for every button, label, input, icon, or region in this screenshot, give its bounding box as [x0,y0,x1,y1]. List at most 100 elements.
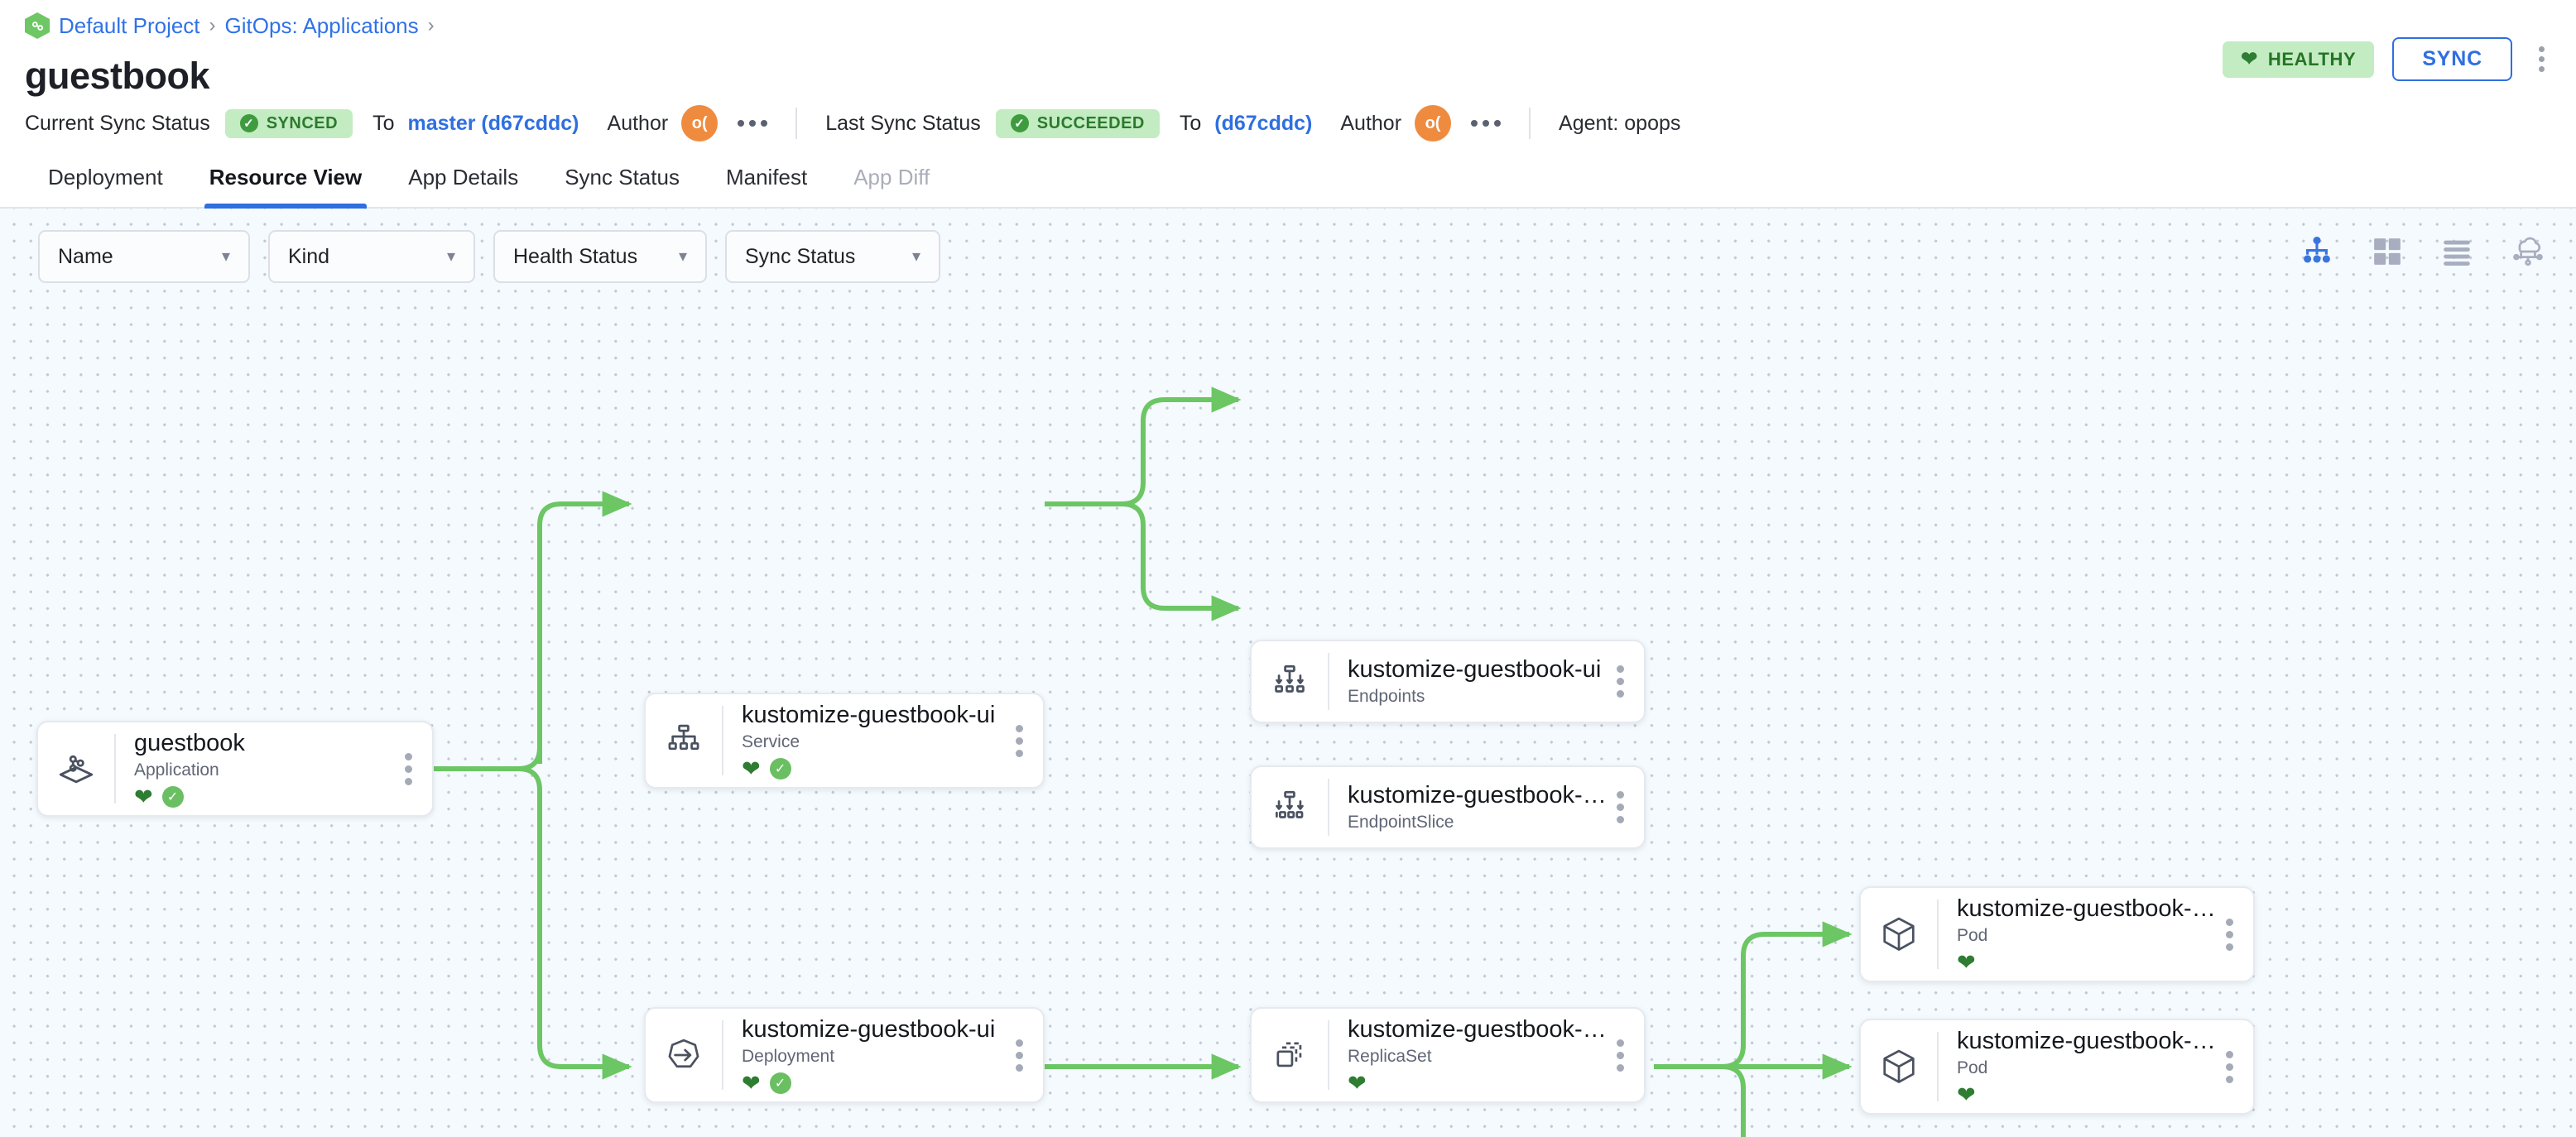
node-menu-icon[interactable] [1612,1031,1629,1080]
node-menu-icon[interactable] [2221,1043,2238,1091]
status-badge-health: ❤ HEALTHY [2223,41,2375,78]
current-revision-link[interactable]: master (d67cddc) [407,111,579,135]
current-sync-status-pill: ✓ SYNCED [224,108,353,138]
breadcrumb-item-gitops-applications[interactable]: GitOps: Applications [224,12,419,38]
tab-app-details[interactable]: App Details [408,165,519,190]
current-sync-status-pill-label: SYNCED [266,113,339,132]
filter-kind-label: Kind [288,244,330,268]
node-kind: Service [742,732,800,752]
node-title: kustomize-guestbook-ui-… [1957,895,2221,922]
health-badge-label: HEALTHY [2267,48,2357,70]
check-circle-icon: ✓ [239,114,258,132]
node-body: guestbook Application ❤ ✓ [116,730,400,808]
node-divider [1328,779,1329,836]
resource-graph-canvas[interactable]: Name ▾ Kind ▾ Health Status ▾ Sync Statu… [0,209,2576,1137]
graph-node-pod-1[interactable]: kustomize-guestbook-ui-… Pod ❤ [1859,886,2255,982]
node-menu-icon[interactable] [1011,717,1028,765]
node-kind: Pod [1957,1058,1988,1078]
current-sync-status-label: Current Sync Status [25,111,210,135]
node-menu-icon[interactable] [1612,657,1629,706]
last-more-horizontal-icon[interactable] [1471,120,1502,127]
last-revision-link[interactable]: (d67cddc) [1214,111,1313,135]
node-divider [722,1020,723,1090]
check-circle-icon: ✓ [161,786,184,808]
chevron-down-icon: ▾ [221,247,230,266]
current-more-horizontal-icon[interactable] [738,120,768,127]
page-title: guestbook [25,55,210,97]
filter-kind[interactable]: Kind ▾ [268,230,475,283]
deployment-icon [646,1034,722,1076]
node-divider [1328,1020,1329,1090]
heart-icon: ❤ [1957,949,1976,975]
tab-bar: Deployment Resource View App Details Syn… [0,149,2576,209]
node-title: guestbook [134,729,245,756]
node-menu-icon[interactable] [400,745,417,794]
check-circle-icon: ✓ [1010,114,1029,132]
node-title: kustomize-guestbook-ui-… [1348,781,1612,808]
graph-node-pod-2[interactable]: kustomize-guestbook-ui-… Pod ❤ [1859,1019,2255,1115]
node-menu-icon[interactable] [2221,910,2238,959]
chevron-down-icon: ▾ [911,247,920,266]
node-body: kustomize-guestbook-ui Endpoints [1329,656,1612,707]
tree-view-icon[interactable] [2300,234,2334,269]
last-author-label: Author [1340,111,1402,135]
sync-button[interactable]: SYNC [2392,37,2512,81]
node-badges: ❤ ✓ [742,1070,1011,1096]
filter-health-status[interactable]: Health Status ▾ [493,230,707,283]
filter-name[interactable]: Name ▾ [38,230,250,283]
argo-app-icon [25,12,50,39]
graph-node-endpointslice[interactable]: kustomize-guestbook-ui-… EndpointSlice [1250,765,1646,849]
node-kind: ReplicaSet [1348,1047,1432,1067]
last-author-avatar[interactable]: o( [1415,105,1452,142]
current-author-avatar[interactable]: o( [681,105,718,142]
tab-manifest[interactable]: Manifest [725,165,808,190]
node-kind: Application [134,760,219,780]
node-body: kustomize-guestbook-ui-… ReplicaSet ❤ [1329,1016,1612,1094]
breadcrumb-separator-2: › [427,14,435,36]
chevron-down-icon: ▾ [446,247,455,266]
heart-icon: ❤ [134,784,153,809]
graph-node-service[interactable]: kustomize-guestbook-ui Service ❤ ✓ [644,693,1045,789]
filter-sync-status[interactable]: Sync Status ▾ [725,230,940,283]
node-badges: ❤ ✓ [742,757,1011,780]
node-badges: ❤ [1957,1082,2221,1107]
graph-node-application[interactable]: guestbook Application ❤ ✓ [36,721,434,817]
node-menu-icon[interactable] [1612,783,1629,832]
node-kind: Endpoints [1348,687,1425,707]
filter-bar: Name ▾ Kind ▾ Health Status ▾ Sync Statu… [38,230,940,283]
node-menu-icon[interactable] [1011,1031,1028,1080]
sync-status-bar: Current Sync Status ✓ SYNCED To master (… [0,98,2576,149]
list-view-icon[interactable] [2440,235,2473,268]
breadcrumb-separator-1: › [209,14,216,36]
filter-sync-status-label: Sync Status [745,244,856,268]
node-title: kustomize-guestbook-ui-… [1957,1027,2221,1054]
node-title: kustomize-guestbook-ui-… [1348,1015,1612,1043]
tab-resource-view[interactable]: Resource View [186,165,386,209]
app-header: Default Project › GitOps: Applications ›… [0,0,2576,98]
heart-icon: ❤ [742,1070,761,1096]
tab-deployment[interactable]: Deployment [48,165,163,190]
breadcrumb-item-default-project[interactable]: Default Project [59,12,200,38]
network-view-icon[interactable] [2510,233,2546,270]
more-vertical-icon[interactable] [2530,41,2553,77]
view-mode-toolbar [2300,233,2546,270]
last-sync-status-pill: ✓ SUCCEEDED [995,108,1160,138]
tab-sync-status[interactable]: Sync Status [565,165,680,190]
node-divider [1937,900,1939,969]
node-body: kustomize-guestbook-ui Deployment ❤ ✓ [723,1016,1011,1096]
graph-node-deployment[interactable]: kustomize-guestbook-ui Deployment ❤ ✓ [644,1007,1045,1103]
replicaset-icon [1252,1034,1328,1076]
grid-view-icon[interactable] [2371,235,2404,268]
graph-node-replicaset[interactable]: kustomize-guestbook-ui-… ReplicaSet ❤ [1250,1007,1646,1103]
last-to-label: To [1179,111,1202,135]
header-actions: ❤ HEALTHY SYNC [2223,37,2553,81]
heart-icon: ❤ [1957,1082,1976,1107]
breadcrumb: Default Project › GitOps: Applications › [25,0,2551,51]
service-icon [646,720,722,761]
last-sync-status-pill-label: SUCCEEDED [1036,113,1145,132]
node-body: kustomize-guestbook-ui-… Pod ❤ [1939,1028,2221,1106]
check-circle-icon: ✓ [769,758,791,780]
node-kind: Deployment [742,1047,835,1067]
graph-node-endpoints[interactable]: kustomize-guestbook-ui Endpoints [1250,640,1646,723]
node-title: kustomize-guestbook-ui [742,701,996,728]
